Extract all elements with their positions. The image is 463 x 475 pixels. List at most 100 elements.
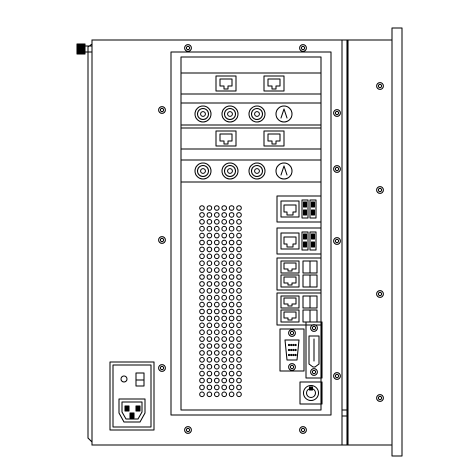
vent-hole-icon — [214, 225, 220, 232]
screw-head-icon — [299, 426, 307, 434]
vga-pin — [292, 348, 295, 352]
vent-hole-icon — [214, 205, 220, 211]
dual-lan-frame — [276, 257, 322, 291]
screw-outer-ring — [333, 109, 341, 117]
vent-grid — [199, 205, 242, 398]
vent-hole-icon — [221, 370, 227, 377]
vent-hole-icon — [214, 253, 220, 260]
vent-hole-icon — [214, 274, 220, 280]
vent-hole-icon — [228, 281, 235, 287]
inlet-pin-neutral — [135, 405, 141, 412]
vent-hole-icon — [228, 329, 235, 336]
vent-hole-icon — [236, 336, 242, 342]
front-bezel-edge — [391, 27, 403, 457]
vent-hole-icon — [214, 377, 220, 384]
bnc-slot-bracket — [180, 102, 322, 126]
lan-socket — [283, 236, 297, 248]
lan-port — [280, 295, 300, 309]
usb-port-icon — [309, 231, 317, 251]
vent-hole-icon — [199, 239, 205, 246]
bnc-outer — [194, 105, 212, 123]
bnc-connector-icon — [221, 105, 239, 123]
vent-hole-icon — [199, 274, 205, 280]
bnc-pin — [200, 168, 206, 174]
vent-hole-icon — [236, 260, 242, 267]
vga-d-sub — [284, 339, 300, 361]
bnc-slot-row — [180, 102, 322, 126]
screw-outer-ring — [333, 372, 341, 380]
vent-hole-icon — [214, 294, 220, 301]
bnc-outer — [248, 162, 266, 180]
panel-drawing — [76, 27, 403, 457]
bnc-connector-icon — [194, 105, 212, 123]
inlet-pin-live — [124, 405, 130, 412]
vent-hole-icon — [236, 239, 242, 246]
vent-hole-icon — [228, 301, 235, 308]
vent-hole-icon — [221, 308, 227, 315]
thumb-screw-icon — [76, 43, 93, 55]
vent-hole-icon — [214, 239, 220, 246]
vent-hole-icon — [228, 205, 235, 211]
bnc-ring — [197, 165, 209, 177]
vent-hole-icon — [236, 294, 242, 301]
screw-head-icon — [158, 364, 166, 372]
vent-hole-icon — [221, 239, 227, 246]
vent-hole-icon — [206, 267, 213, 273]
vent-hole-icon — [236, 232, 242, 239]
screw-center — [334, 110, 340, 116]
vga-pin — [294, 348, 297, 352]
usb-tongue — [303, 201, 307, 208]
vent-hole-icon — [214, 246, 220, 253]
rj45-housing — [215, 75, 237, 92]
vent-hole-icon — [228, 308, 235, 315]
screw-center — [159, 237, 165, 243]
vga-pin — [290, 343, 293, 347]
dvi-screw — [310, 368, 318, 376]
vent-hole-icon — [214, 232, 220, 239]
vent-hole-icon — [199, 343, 205, 349]
vent-hole-icon — [221, 205, 227, 211]
bnc-ring — [251, 108, 263, 120]
rj45-socket — [267, 133, 281, 145]
vent-hole-icon — [199, 377, 205, 384]
vent-hole-icon — [221, 246, 227, 253]
vent-hole-icon — [221, 343, 227, 349]
vent-hole-icon — [199, 212, 205, 218]
screw-center — [334, 238, 340, 244]
rj45-port-icon — [215, 130, 237, 147]
vent-hole-icon — [236, 329, 242, 336]
vent-hole-icon — [214, 363, 220, 370]
vent-hole-icon — [221, 253, 227, 260]
vent-hole-icon — [206, 384, 213, 391]
vent-hole-icon — [214, 315, 220, 322]
vent-hole-icon — [228, 260, 235, 267]
vent-hole-icon — [206, 232, 213, 239]
dvi-socket — [308, 335, 320, 368]
vent-hole-icon — [221, 260, 227, 267]
screw-center — [300, 45, 306, 51]
screw-outer-ring — [288, 329, 296, 337]
vent-hole-icon — [221, 350, 227, 356]
vent-hole-icon — [206, 391, 213, 398]
lan-socket — [283, 276, 297, 286]
vent-hole-icon — [214, 336, 220, 342]
vent-hole-icon — [214, 260, 220, 267]
screw-head-icon — [376, 186, 384, 194]
vent-hole-icon — [199, 246, 205, 253]
vent-hole-icon — [199, 205, 205, 211]
vent-hole-icon — [214, 391, 220, 398]
screw-outer-ring — [184, 426, 192, 434]
vent-hole-icon — [206, 260, 213, 267]
screw-center — [334, 166, 340, 172]
inlet-outline — [118, 398, 146, 423]
screw-center — [377, 291, 383, 297]
lan-socket — [283, 297, 297, 307]
power-module-inner — [112, 364, 152, 428]
rj45-slot-row — [180, 72, 322, 95]
bnc-ring — [224, 108, 236, 120]
bnc-pin — [200, 111, 206, 117]
vent-hole-icon — [206, 357, 213, 363]
rj45-socket — [219, 78, 233, 90]
vga-screw — [288, 329, 296, 337]
vent-hole-icon — [236, 246, 242, 253]
